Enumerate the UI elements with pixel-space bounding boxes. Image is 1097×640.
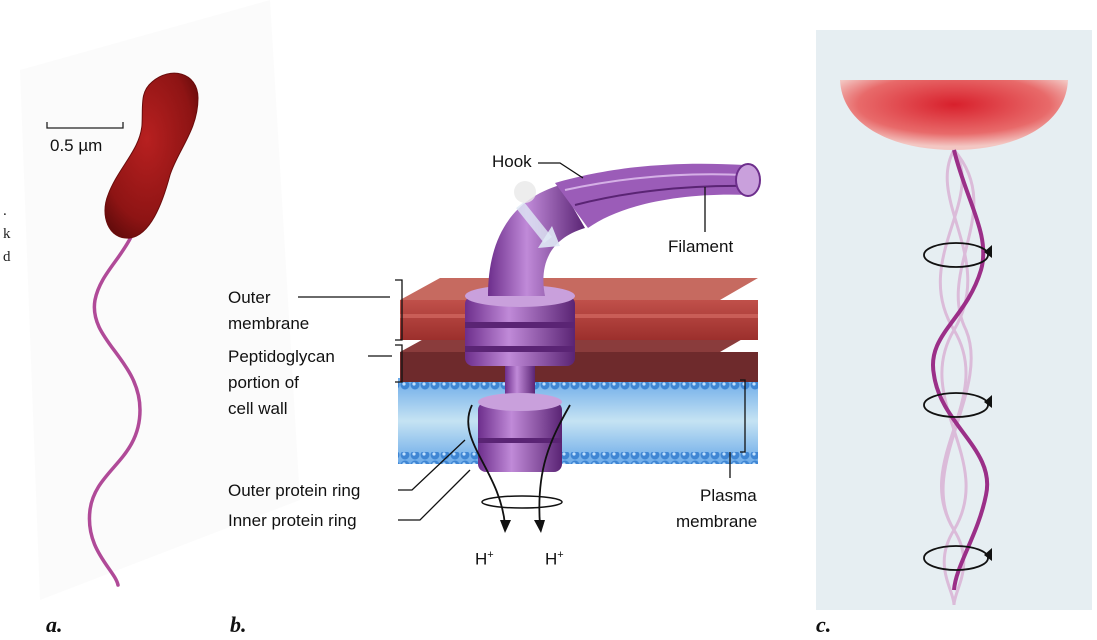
proton-left-charge: +: [487, 549, 493, 561]
panel-b-illustration: [0, 0, 800, 640]
proton-right-charge: +: [557, 549, 563, 561]
label-hook: Hook: [492, 151, 532, 172]
panel-b: Hook Filament Outer membrane Peptidoglyc…: [0, 0, 800, 640]
label-proton-right: H+: [545, 545, 564, 570]
outer-membrane: [400, 278, 758, 340]
label-plasma-membrane-2: membrane: [676, 511, 757, 532]
flagellar-filament: [555, 164, 760, 228]
panel-c: [816, 30, 1092, 610]
rotation-arrow-base: [482, 496, 562, 508]
panel-letter-b: b.: [230, 612, 247, 638]
label-peptidoglycan-3: cell wall: [228, 398, 288, 419]
label-outer-membrane-2: membrane: [228, 313, 309, 334]
proton-left-symbol: H: [475, 550, 487, 569]
plasma-membrane: [398, 378, 758, 464]
panel-letter-c: c.: [816, 612, 831, 638]
label-plasma-membrane-1: Plasma: [700, 485, 757, 506]
label-outer-protein-ring: Outer protein ring: [228, 480, 360, 501]
panel-letter-a: a.: [46, 612, 63, 638]
proton-right-symbol: H: [545, 550, 557, 569]
label-inner-protein-ring: Inner protein ring: [228, 510, 357, 531]
panel-c-illustration: [816, 30, 1092, 610]
label-outer-membrane-1: Outer: [228, 287, 271, 308]
label-peptidoglycan-2: portion of: [228, 372, 299, 393]
label-peptidoglycan-1: Peptidoglycan: [228, 346, 335, 367]
label-proton-left: H+: [475, 545, 494, 570]
label-filament: Filament: [668, 236, 733, 257]
